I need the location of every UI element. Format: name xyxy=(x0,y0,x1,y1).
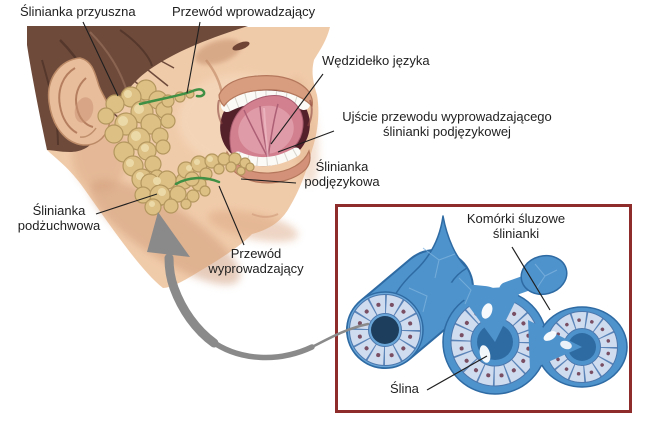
label-saliva-text: Ślina xyxy=(390,381,419,396)
label-mucous-cells-line2: ślinianki xyxy=(492,225,540,241)
sublingual-highlights xyxy=(186,156,213,171)
frenulum-fold-left xyxy=(243,109,269,159)
label-frenulum-text: Wędzidełko języka xyxy=(322,53,430,68)
arrow-tail-mid xyxy=(207,337,315,361)
inset-box-group xyxy=(335,204,632,413)
label-tongue-frenulum: Wędzidełko języka xyxy=(322,53,452,69)
label-outlet-line2: ślinianki podjęzykowej xyxy=(383,123,511,139)
arrow-tail-thick xyxy=(164,253,219,348)
saliva-droplet xyxy=(481,303,493,319)
chin-crease xyxy=(251,213,279,218)
pointer-line-outlet xyxy=(277,130,335,153)
saliva-droplet xyxy=(560,340,572,350)
label-sublingual-gland: Ślinianka podjęzykowa xyxy=(296,159,388,189)
frenulum-fold-right xyxy=(267,103,279,159)
nostril xyxy=(232,41,250,51)
surface-texture xyxy=(408,247,558,313)
parotid-highlights xyxy=(118,90,149,180)
label-sublingual-line2: podjęzykowa xyxy=(304,173,380,189)
mouth-corner-left xyxy=(217,99,223,125)
label-saliva: Ślina xyxy=(390,381,430,397)
pointer-line-mucous-cells xyxy=(511,246,551,311)
parotid-duct-graphic xyxy=(138,88,206,106)
label-pointer-lines xyxy=(82,21,335,246)
label-parotid-gland: Ślinianka przyuszna xyxy=(20,4,160,20)
pointer-line-saliva xyxy=(426,355,488,391)
right-opening xyxy=(528,320,582,370)
label-excretory-line2: wyprowadzający xyxy=(208,260,304,276)
upper-teeth-separators xyxy=(224,90,307,112)
gland-microstructure-graphic xyxy=(346,215,628,395)
arrow-tail-thin xyxy=(308,322,370,350)
nostril-shadow xyxy=(194,39,242,65)
magnification-arrow xyxy=(147,212,370,361)
frenulum-ridge xyxy=(263,107,269,159)
band-edge xyxy=(368,313,402,347)
hair-wisp xyxy=(142,65,169,87)
ear-concha xyxy=(74,97,94,123)
label-submandibular-gland: Ślinianka podżuchwowa xyxy=(10,203,108,233)
arrow-head xyxy=(147,212,190,257)
label-parotid-text: Ślinianka przyuszna xyxy=(20,4,136,19)
face-illustration xyxy=(27,26,330,288)
jaw-shadow xyxy=(207,210,299,242)
label-mucous-cells: Komórki śluzowe ślinianki xyxy=(455,211,577,241)
hair-wisp xyxy=(149,54,175,69)
tube-cell-walls xyxy=(349,294,421,366)
ear-helix xyxy=(58,67,78,134)
label-intro-duct-text: Przewód wprowadzający xyxy=(172,4,316,19)
label-excretory-line1: Przewód xyxy=(230,246,282,261)
pointer-line-frenulum xyxy=(270,73,324,145)
mouth-corner-right xyxy=(307,99,313,127)
label-submandibular-line2: podżuchwowa xyxy=(17,217,101,233)
label-excretory-duct: Przewód wyprowadzający xyxy=(205,246,307,276)
label-sublingual-line1: Ślinianka xyxy=(315,159,369,174)
ear-graphic xyxy=(47,57,111,146)
hair-strand xyxy=(119,29,153,67)
mouth-graphic xyxy=(217,75,313,218)
pointer-line-parotid xyxy=(82,21,119,97)
label-introducing-duct: Przewód wprowadzający xyxy=(172,4,334,20)
pointer-line-intro-duct xyxy=(186,21,201,94)
pointer-line-submandibular xyxy=(95,193,158,215)
pointer-line-excretory xyxy=(218,185,245,246)
submandibular-highlights xyxy=(149,177,166,207)
sublingual-gland-graphic xyxy=(177,152,255,187)
pointer-line-sublingual xyxy=(240,178,297,184)
tube-lumen xyxy=(371,316,399,344)
label-mucous-cells-line1: Komórki śluzowe xyxy=(466,211,566,226)
label-outlet-line1: Ujście przewodu wyprowadzającego xyxy=(342,109,552,124)
label-submandibular-line1: Ślinianka xyxy=(32,203,86,218)
right-cell-walls xyxy=(546,311,618,383)
lower-teeth-separators xyxy=(236,148,299,167)
saliva-droplet xyxy=(543,331,557,341)
label-sublingual-duct-outlet: Ujście przewodu wyprowadzającego ślinian… xyxy=(333,109,561,139)
ear-lobe-line xyxy=(79,127,97,138)
submandibular-duct-graphic xyxy=(174,176,221,186)
